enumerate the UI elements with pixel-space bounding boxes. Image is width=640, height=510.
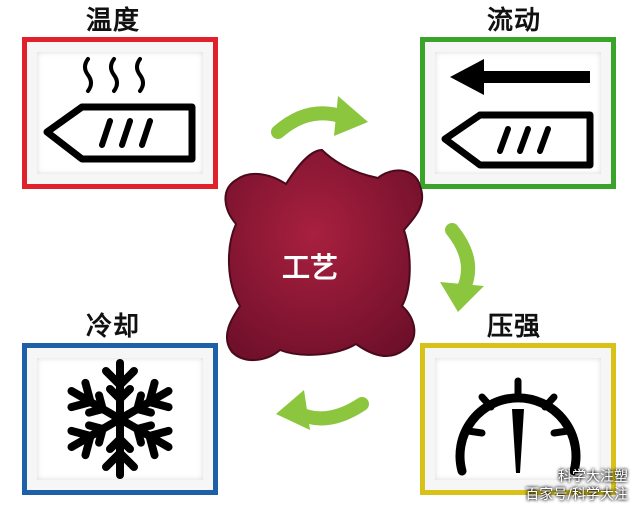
watermark-line-1: 科学大注塑 — [558, 469, 628, 485]
flow-arrow-pellet-icon — [441, 59, 594, 169]
temperature-panel-inner — [37, 52, 203, 174]
pressure-title: 压强 — [487, 312, 542, 342]
watermark-line-2: 百家号/科学大注 — [525, 487, 628, 503]
pressure-panel — [420, 343, 616, 495]
heated-pellet-icon — [43, 57, 196, 163]
cooling-panel — [22, 343, 218, 495]
snowflake-icon — [67, 359, 173, 479]
watermark: 科学大注塑 百家号/科学大注 — [525, 468, 628, 504]
flow-panel — [420, 37, 616, 189]
flow-title: 流动 — [487, 6, 542, 36]
temperature-title: 温度 — [86, 6, 141, 36]
pressure-gauge-icon — [455, 377, 581, 476]
temperature-panel — [22, 37, 218, 189]
cooling-title: 冷却 — [86, 312, 141, 342]
process-center-label: 工艺 — [281, 251, 338, 284]
